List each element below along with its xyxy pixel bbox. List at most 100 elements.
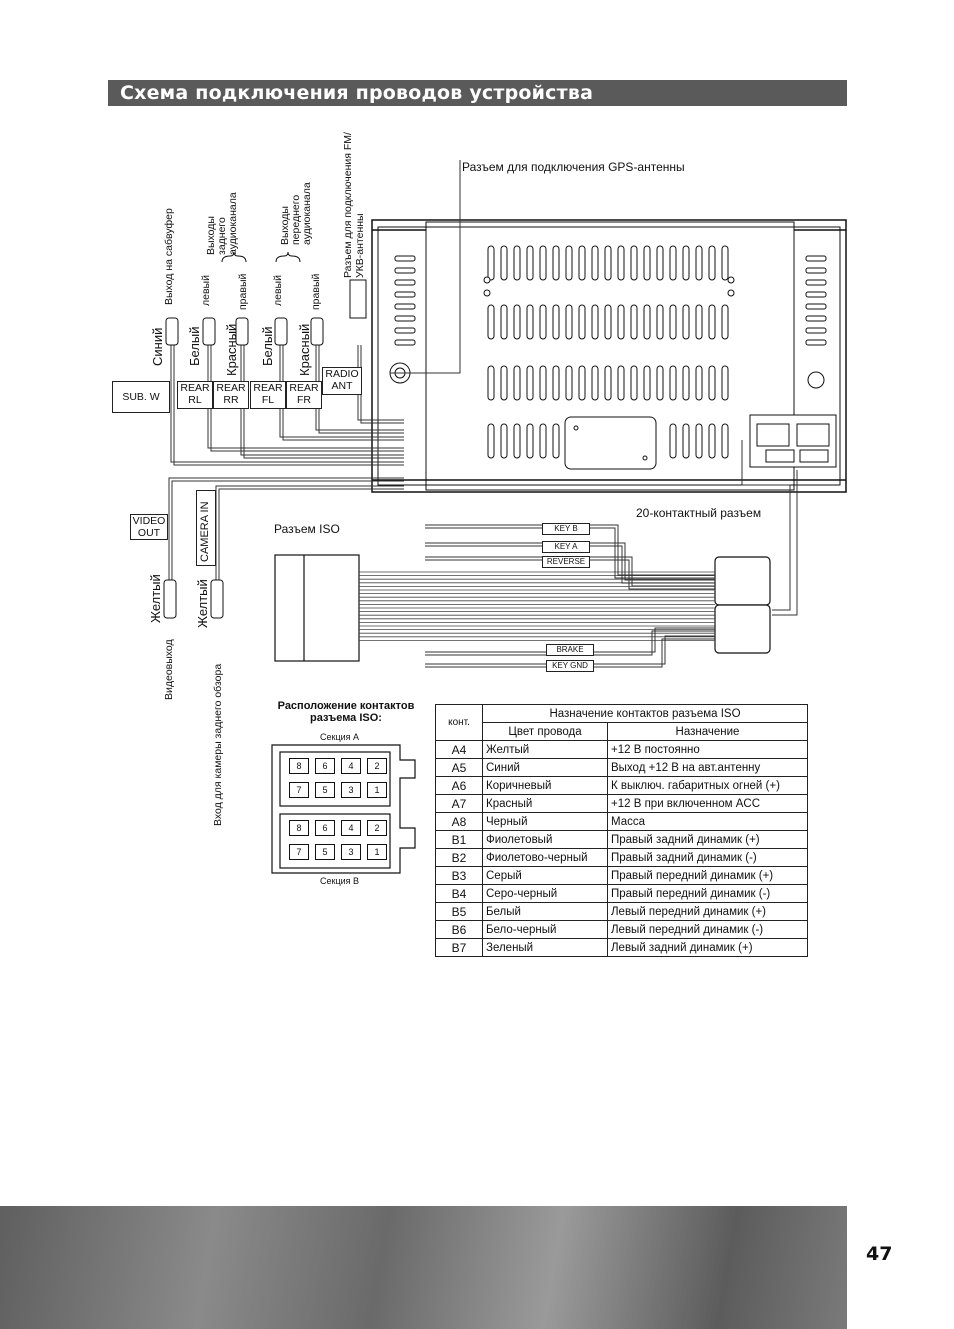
yellow-label-camera: Желтый [195, 579, 210, 628]
camera-in-box [196, 490, 216, 566]
connector20-label: 20-контактный разъем [636, 506, 762, 520]
vent-slot [539, 304, 547, 340]
rear-left-label: левый [200, 275, 212, 306]
table-cell-purpose: Правый передний динамик (-) [607, 884, 808, 903]
blue-label: Синий [150, 327, 165, 366]
red-label-rr: Красный [224, 323, 239, 376]
vent-slot [721, 423, 729, 459]
front-out-label: Выходы переднего аудиоканала [279, 182, 313, 245]
table-cell-color: Белый [482, 902, 608, 921]
pin-number: 2 [367, 820, 387, 836]
vent-slot [513, 365, 521, 401]
table-cell-purpose: Левый задний динамик (+) [607, 938, 808, 957]
table-cell-purpose: Выход +12 В на авт.антенну [607, 758, 808, 777]
camera-in-desc: Вход для камеры заднего обзора [212, 663, 224, 826]
pin-number: 3 [341, 844, 361, 860]
table-cell-purpose: Масса [607, 812, 808, 831]
vent-slot [552, 365, 560, 401]
video-out-box: VIDEO OUT [130, 514, 168, 540]
vent-slot [695, 245, 703, 281]
table-cell-pin: B3 [435, 866, 483, 885]
vent-slot [617, 304, 625, 340]
table-cell-pin: A8 [435, 812, 483, 831]
connector-20pin [749, 414, 837, 468]
pin-number: 6 [315, 820, 335, 836]
vent-slot [526, 365, 534, 401]
vent-slot [682, 365, 690, 401]
reverse-tag: REVERSE [542, 556, 590, 568]
vent-slot [552, 304, 560, 340]
vent-slot [526, 423, 534, 459]
table-cell-pin: B7 [435, 938, 483, 957]
header-span: Назначение контактов разъема ISO [482, 704, 808, 723]
iso-pinout-table: конт. Назначение контактов разъема ISO Ц… [435, 704, 808, 957]
pin-number: 4 [341, 820, 361, 836]
pin-number: 4 [341, 758, 361, 774]
title-bar: Схема подключения проводов устройства [108, 80, 847, 106]
vent-slot [565, 365, 573, 401]
table-cell-color: Черный [482, 812, 608, 831]
red-label-fr: Красный [297, 323, 312, 376]
vent-slot [656, 304, 664, 340]
table-cell-purpose: Правый передний динамик (+) [607, 866, 808, 885]
pin-number: 5 [315, 844, 335, 860]
page-title: Схема подключения проводов устройства [120, 82, 594, 104]
table-cell-color: Синий [482, 758, 608, 777]
vent-slot [578, 245, 586, 281]
rca-plugs [163, 279, 367, 619]
col-pin-header: конт. [435, 704, 483, 741]
rear-fr-box: REAR FR [286, 381, 322, 409]
vent-slot [578, 304, 586, 340]
vent-slot [604, 365, 612, 401]
vent-slot [617, 365, 625, 401]
yellow-label-video: Желтый [148, 574, 163, 623]
pin-number: 1 [367, 844, 387, 860]
vent-slots [487, 245, 729, 459]
iso-connector [274, 554, 771, 662]
vent-slot [695, 304, 703, 340]
table-cell-color: Серо-черный [482, 884, 608, 903]
table-cell-purpose: К выключ. габаритных огней (+) [607, 776, 808, 795]
table-cell-pin: B1 [435, 830, 483, 849]
vent-slot [604, 245, 612, 281]
signal-wires [425, 524, 715, 668]
vent-slot [604, 304, 612, 340]
pin-number: 7 [289, 844, 309, 860]
camera-in-text: CAMERA IN [199, 501, 211, 562]
vent-slot [721, 245, 729, 281]
vent-slot [500, 304, 508, 340]
pin-number: 2 [367, 758, 387, 774]
subwoofer-out-label: Выход на сабвуфер [163, 208, 175, 305]
vent-slot [500, 245, 508, 281]
table-cell-color: Коричневый [482, 776, 608, 795]
vent-slot [708, 304, 716, 340]
vent-slot [630, 365, 638, 401]
vent-slot [487, 365, 495, 401]
vent-slot [708, 423, 716, 459]
vent-slot [487, 245, 495, 281]
table-cell-pin: B4 [435, 884, 483, 903]
table-cell-purpose: Левый передний динамик (+) [607, 902, 808, 921]
vent-slot [630, 304, 638, 340]
table-cell-color: Красный [482, 794, 608, 813]
white-label-fl: Белый [260, 326, 275, 366]
table-cell-pin: B6 [435, 920, 483, 939]
vent-slot [513, 304, 521, 340]
vent-slot [682, 245, 690, 281]
table-cell-purpose: +12 В постоянно [607, 740, 808, 759]
pin-number: 5 [315, 782, 335, 798]
front-right-label: правый [310, 273, 322, 310]
vent-slot [565, 245, 573, 281]
vent-slot [539, 245, 547, 281]
table-cell-color: Бело-черный [482, 920, 608, 939]
vent-slot [669, 365, 677, 401]
gps-label: Разъем для подключения GPS-антенны [462, 160, 685, 174]
vent-slot [513, 423, 521, 459]
vent-slot [721, 304, 729, 340]
